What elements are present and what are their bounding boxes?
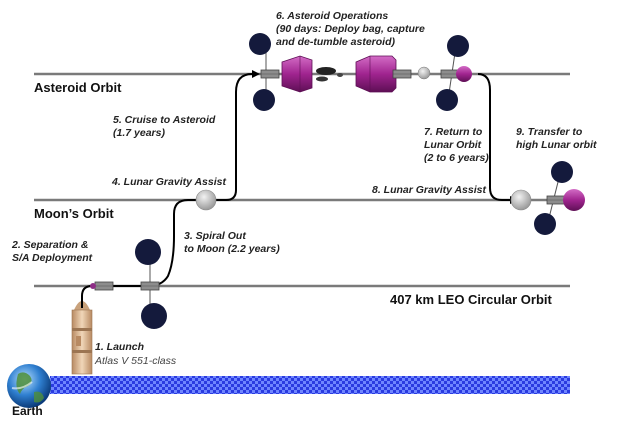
spacecraft-icon (90, 281, 114, 291)
step-gravity-assist-1-label: 4. Lunar Gravity Assist (112, 176, 226, 188)
asteroid-orbit-label: Asteroid Orbit (34, 80, 122, 95)
asteroid-icon (316, 67, 343, 82)
leo-orbit-label: 407 km LEO Circular Orbit (390, 292, 552, 307)
step-gravity-assist-2-label: 8. Lunar Gravity Assist (372, 184, 486, 196)
capture-bag-icon (355, 55, 397, 93)
launch-vehicle-icon (71, 301, 93, 375)
step-transfer-label: 9. Transfer to high Lunar orbit (516, 126, 597, 151)
return-trajectory (477, 73, 514, 201)
step-launch-vehicle-label: Atlas V 551-class (95, 355, 177, 367)
moon-orbit-label: Moon’s Orbit (34, 206, 114, 221)
moon-icon (510, 189, 532, 211)
earth-globe-icon (7, 364, 51, 408)
spacecraft-icon (392, 69, 412, 79)
step-spiral-label: 3. Spiral Out to Moon (2.2 years) (184, 230, 280, 255)
spacecraft-icon (534, 161, 585, 235)
step-cruise-label: 5. Cruise to Asteroid (1.7 years) (113, 114, 216, 139)
step-separation-label: 2. Separation & S/A Deployment (12, 239, 93, 264)
spacecraft-icon (249, 33, 280, 111)
spacecraft-icon (135, 239, 167, 329)
step-launch-label: 1. Launch (95, 341, 145, 353)
capture-bag-icon (281, 55, 313, 93)
mission-trajectory (81, 73, 253, 308)
moon-icon (195, 189, 217, 211)
spacecraft-icon (436, 35, 472, 111)
step-operations-label: 6. Asteroid Operations (90 days: Deploy … (276, 10, 425, 48)
asteroid-icon (417, 66, 431, 80)
ground-strip (50, 376, 570, 394)
arrow-head-icon (252, 70, 260, 78)
step-return-label: 7. Return to Lunar Orbit (2 to 6 years) (424, 126, 489, 164)
earth-label: Earth (12, 404, 43, 418)
